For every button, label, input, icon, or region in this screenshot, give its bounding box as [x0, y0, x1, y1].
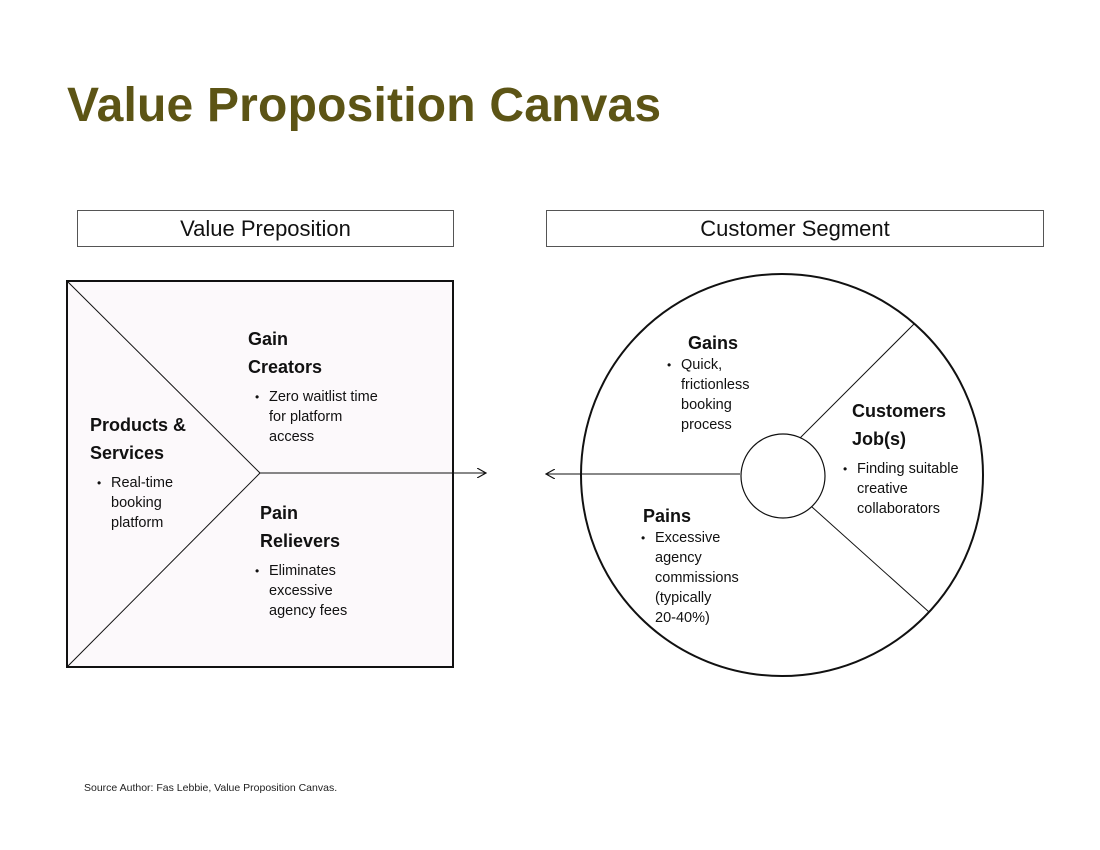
customer-profile-divider-bottom — [811, 506, 930, 613]
pain-relievers-title: Pain Relievers — [260, 503, 341, 551]
page-title: Value Proposition Canvas — [67, 79, 662, 132]
products-services-section: Products & Services Real-time booking pl… — [90, 411, 186, 533]
pain-relievers-list: Eliminates excessive agency fees — [255, 561, 347, 621]
gains-section: Gains Quick, frictionless booking proces… — [667, 329, 749, 435]
customer-profile-divider-top — [799, 323, 915, 439]
value-map-diagonal-top — [66, 280, 261, 474]
customer-jobs-section: Customers Job(s) Finding suitable creati… — [843, 397, 959, 519]
customer-jobs-list: Finding suitable creative collaborators — [843, 459, 959, 519]
gain-creators-item: Zero waitlist time for platform access — [255, 387, 378, 447]
pains-item: Excessive agency commissions (typically … — [641, 528, 739, 628]
customer-jobs-title: Customers Job(s) — [852, 401, 947, 449]
pain-relievers-item: Eliminates excessive agency fees — [255, 561, 347, 621]
gains-list: Quick, frictionless booking process — [667, 355, 749, 435]
value-map-diagonal-bottom — [66, 472, 261, 668]
customer-jobs-item: Finding suitable creative collaborators — [843, 459, 959, 519]
pain-relievers-section: Pain Relievers Eliminates excessive agen… — [255, 499, 347, 621]
pains-list: Excessive agency commissions (typically … — [641, 528, 739, 628]
gain-creators-list: Zero waitlist time for platform access — [248, 387, 378, 447]
gain-creators-section: Gain Creators Zero waitlist time for pla… — [248, 325, 378, 447]
customer-segment-header: Customer Segment — [546, 210, 1044, 247]
customer-segment-header-label: Customer Segment — [700, 215, 890, 241]
customer-profile-center-circle — [740, 433, 826, 519]
gains-item: Quick, frictionless booking process — [667, 355, 749, 435]
products-services-title: Products & Services — [90, 415, 187, 463]
gain-creators-title: Gain Creators — [248, 329, 323, 377]
products-services-item: Real-time booking platform — [97, 473, 186, 533]
value-proposition-header: Value Preposition — [77, 210, 454, 247]
source-note: Source Author: Fas Lebbie, Value Proposi… — [84, 782, 338, 794]
products-services-list: Real-time booking platform — [90, 473, 186, 533]
gains-title: Gains — [688, 333, 739, 353]
value-proposition-header-label: Value Preposition — [180, 215, 351, 241]
pains-title: Pains — [643, 506, 692, 526]
pains-section: Pains Excessive agency commissions (typi… — [641, 502, 739, 628]
